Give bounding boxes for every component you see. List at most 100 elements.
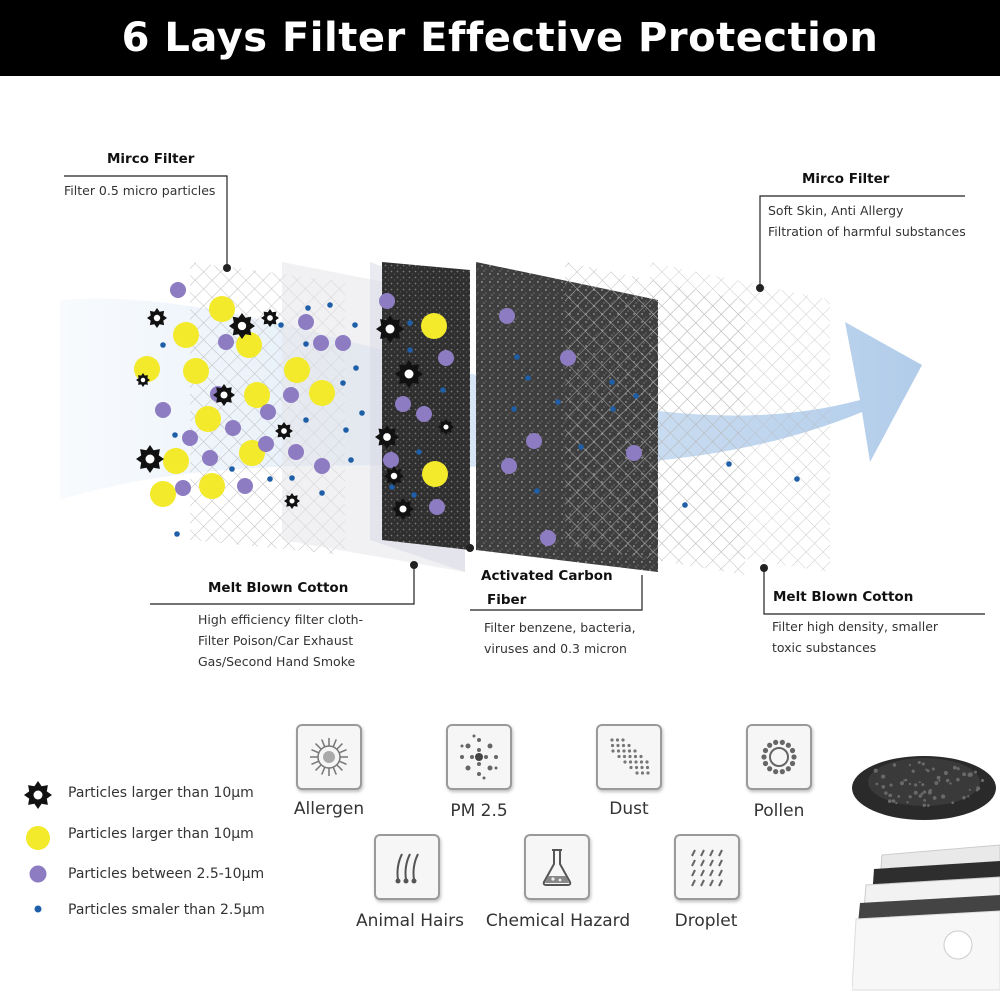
black-gear-particle (395, 360, 423, 388)
layer-6-mesh (650, 262, 830, 572)
black-gear-particle (261, 309, 279, 327)
black-gear-particle (136, 445, 164, 473)
purple-particle (182, 430, 198, 446)
legend-purple-dot-icon (28, 864, 48, 884)
layer-desc-melt-blown-right-1: Filter high density, smaller (772, 616, 938, 637)
layer-desc-activated-carbon-2: viruses and 0.3 micron (484, 638, 627, 659)
black-gear-particle (375, 425, 399, 449)
blue-particle (633, 393, 639, 399)
yellow-particle (163, 448, 189, 474)
blue-particle (172, 432, 178, 438)
legend-gear-shape (24, 781, 52, 809)
droplet-icon (674, 834, 740, 900)
purple-particle (438, 350, 454, 366)
yellow-particle (422, 461, 448, 487)
legend-blue-dot-icon (32, 903, 44, 915)
layer-desc-melt-blown-left-1: High efficiency filter cloth- (198, 609, 363, 630)
blue-particle (534, 488, 540, 494)
blue-particle (416, 449, 422, 455)
blue-particle (407, 347, 413, 353)
purple-particle (170, 282, 186, 298)
yellow-particle (284, 357, 310, 383)
blue-particle (353, 365, 359, 371)
purple-particle (335, 335, 351, 351)
blue-particle (303, 417, 309, 423)
icon-label-droplet: Droplet (666, 911, 746, 931)
purple-particle (540, 530, 556, 546)
purple-particle (526, 433, 542, 449)
blue-particle (609, 379, 615, 385)
blue-particle (440, 387, 446, 393)
layer-label-mirco-filter-right: Mirco Filter (802, 171, 889, 187)
black-gear-particle (275, 422, 293, 440)
pm25-icon (446, 724, 512, 790)
blue-particle (407, 320, 413, 326)
layer-label-melt-blown-left: Melt Blown Cotton (208, 580, 348, 596)
filter-pads-image (852, 835, 1000, 995)
purple-particle (225, 420, 241, 436)
pollen-icon (746, 724, 812, 790)
purple-particle (383, 452, 399, 468)
purple-particle (155, 402, 171, 418)
black-gear-particle (284, 493, 300, 509)
yellow-particle (199, 473, 225, 499)
purple-particle (237, 478, 253, 494)
legend-text-purple-dot: Particles between 2.5-10μm (68, 866, 264, 882)
icon-label-pollen: Pollen (740, 801, 818, 821)
icon-label-chemical-hazard: Chemical Hazard (480, 911, 636, 931)
legend-yellow-dot-icon (24, 824, 52, 852)
icon-label-dust: Dust (590, 799, 668, 819)
black-gear-particle (384, 466, 404, 486)
blue-particle (726, 461, 732, 467)
black-gear-particle (438, 419, 454, 435)
purple-particle (499, 308, 515, 324)
yellow-particle (244, 382, 270, 408)
banner-title: 6 Lays Filter Effective Protection (0, 0, 1000, 76)
icon-label-animal-hairs: Animal Hairs (350, 911, 470, 931)
blue-particle (174, 531, 180, 537)
blue-particle (610, 406, 616, 412)
blue-particle (305, 305, 311, 311)
layer-label-activated-carbon-1: Activated Carbon (481, 568, 613, 584)
blue-particle (682, 502, 688, 508)
yellow-particle (309, 380, 335, 406)
purple-particle (283, 387, 299, 403)
layer-desc-activated-carbon-1: Filter benzene, bacteria, (484, 617, 636, 638)
activated-carbon-granules-image (842, 730, 1000, 835)
black-gear-particle (147, 308, 167, 328)
black-gear-particle (392, 498, 414, 520)
yellow-particle (421, 313, 447, 339)
yellow-particle (209, 296, 235, 322)
purple-particle (258, 436, 274, 452)
purple-particle (429, 499, 445, 515)
animal-hairs-icon (374, 834, 440, 900)
layer-desc-melt-blown-left-3: Gas/Second Hand Smoke (198, 651, 355, 672)
yellow-particle (183, 358, 209, 384)
legend-black-gear-icon (22, 779, 54, 811)
layer-desc-mirco-filter-right-2: Filtration of harmful substances (768, 221, 966, 242)
layer-desc-melt-blown-right-2: toxic substances (772, 637, 876, 658)
blue-particle (511, 406, 517, 412)
blue-particle (525, 375, 531, 381)
blue-particle (578, 444, 584, 450)
blue-particle (319, 490, 325, 496)
icon-label-pm25: PM 2.5 (436, 801, 522, 821)
purple-particle (313, 335, 329, 351)
purple-particle (314, 458, 330, 474)
purple-particle (395, 396, 411, 412)
purple-particle (501, 458, 517, 474)
layer-desc-melt-blown-left-2: Filter Poison/Car Exhaust (198, 630, 353, 651)
blue-particle (343, 427, 349, 433)
blue-particle (514, 354, 520, 360)
legend-text-blue-dot: Particles smaler than 2.5μm (68, 902, 265, 918)
layer-desc-mirco-filter-left: Filter 0.5 micro particles (64, 180, 215, 201)
black-gear-particle (213, 384, 235, 406)
black-gear-particle (136, 373, 150, 387)
black-gear-particle (229, 313, 255, 339)
chemical-hazard-icon (524, 834, 590, 900)
blue-particle (359, 410, 365, 416)
purple-particle (298, 314, 314, 330)
blue-particle (160, 342, 166, 348)
blue-particle (267, 476, 273, 482)
blue-particle (303, 341, 309, 347)
